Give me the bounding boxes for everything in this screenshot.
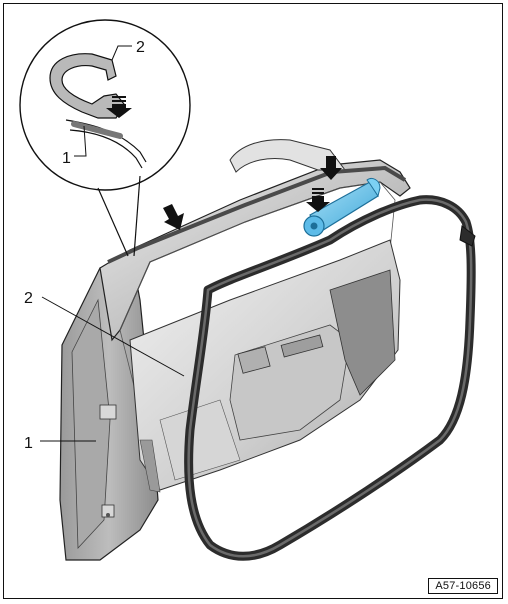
frame-seal	[107, 165, 407, 264]
dashed-press-arrow-tool	[306, 188, 330, 212]
hinge-bracket-upper	[99, 404, 117, 420]
window-switch-panel	[280, 334, 324, 358]
leader-detail-1	[74, 125, 87, 157]
figure-reference-label: A57-10656	[428, 578, 498, 594]
press-arrow-left	[163, 204, 184, 230]
detail-magnifier	[19, 19, 191, 257]
press-arrow-top	[320, 156, 342, 180]
installation-roller-tool	[303, 177, 381, 237]
leader-main-2	[41, 296, 185, 377]
door-shell	[59, 257, 159, 561]
door-seal	[184, 195, 476, 561]
window-frame	[99, 139, 411, 411]
speaker-grille	[329, 269, 396, 396]
callout-main-2: 2	[24, 290, 33, 307]
door-trim-panel	[129, 239, 401, 493]
door-handle-recess	[237, 346, 271, 374]
callout-detail-1: 1	[62, 150, 71, 167]
seal-end	[459, 225, 476, 247]
callout-main-1: 1	[24, 435, 33, 452]
leader-detail-2	[111, 45, 132, 61]
callout-detail-2: 2	[136, 39, 145, 56]
